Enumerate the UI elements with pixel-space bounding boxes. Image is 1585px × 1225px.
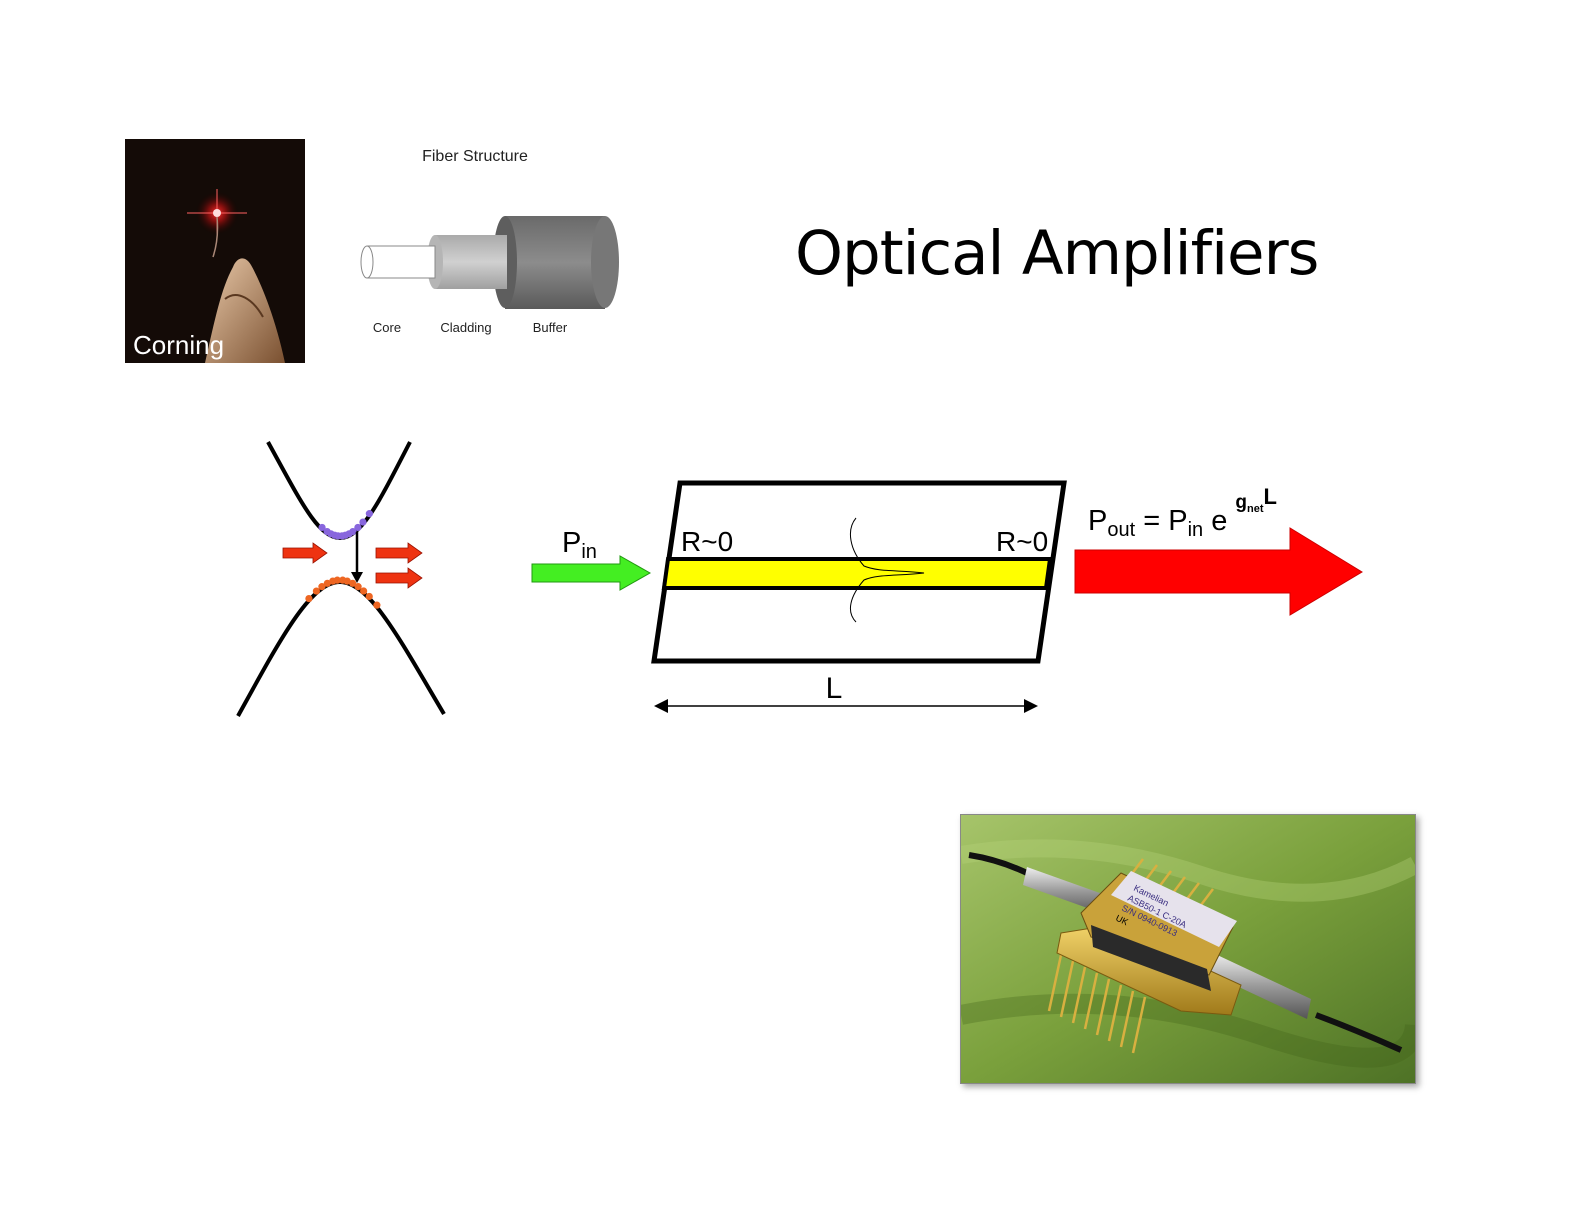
waveguide <box>664 559 1050 588</box>
fiber-structure-diagram: Fiber Structure Core Cladding Buffer <box>355 140 640 380</box>
right-reflectivity-label: R~0 <box>996 526 1048 557</box>
hole-dot <box>305 595 312 602</box>
amplifier-module-photo: Kamelian ASB50-1 C-20A S/N 0940-0913 UK <box>960 814 1416 1084</box>
emitted-photon-arrow-2 <box>376 568 422 588</box>
incoming-photon-arrow <box>283 543 327 563</box>
input-power-label: Pin <box>562 527 597 564</box>
layer-label-core: Core <box>373 320 401 335</box>
emitted-photon-arrow-1 <box>376 543 422 563</box>
slide-title: Optical Amplifiers <box>795 218 1318 289</box>
hole-dot <box>366 593 373 600</box>
output-power-equation: Pout = Pin e gnetL <box>1088 505 1277 542</box>
band-diagram <box>200 410 480 770</box>
electron-dot <box>354 524 361 531</box>
conduction-band-curve <box>268 442 410 538</box>
hole-dot <box>360 587 367 594</box>
conduction-electrons <box>318 510 373 539</box>
length-label: L <box>826 672 843 705</box>
electron-dot <box>359 518 366 525</box>
hole-dot <box>373 602 380 609</box>
fiber-structure-title: Fiber Structure <box>422 148 528 165</box>
corning-fiber-photo: Corning <box>125 139 305 363</box>
valence-holes <box>305 577 380 609</box>
electron-dot <box>366 510 373 517</box>
layer-label-cladding: Cladding <box>440 320 491 335</box>
left-reflectivity-label: R~0 <box>681 526 733 557</box>
layer-label-buffer: Buffer <box>533 320 568 335</box>
corning-label: Corning <box>133 330 224 361</box>
valence-band-curve <box>238 582 444 716</box>
